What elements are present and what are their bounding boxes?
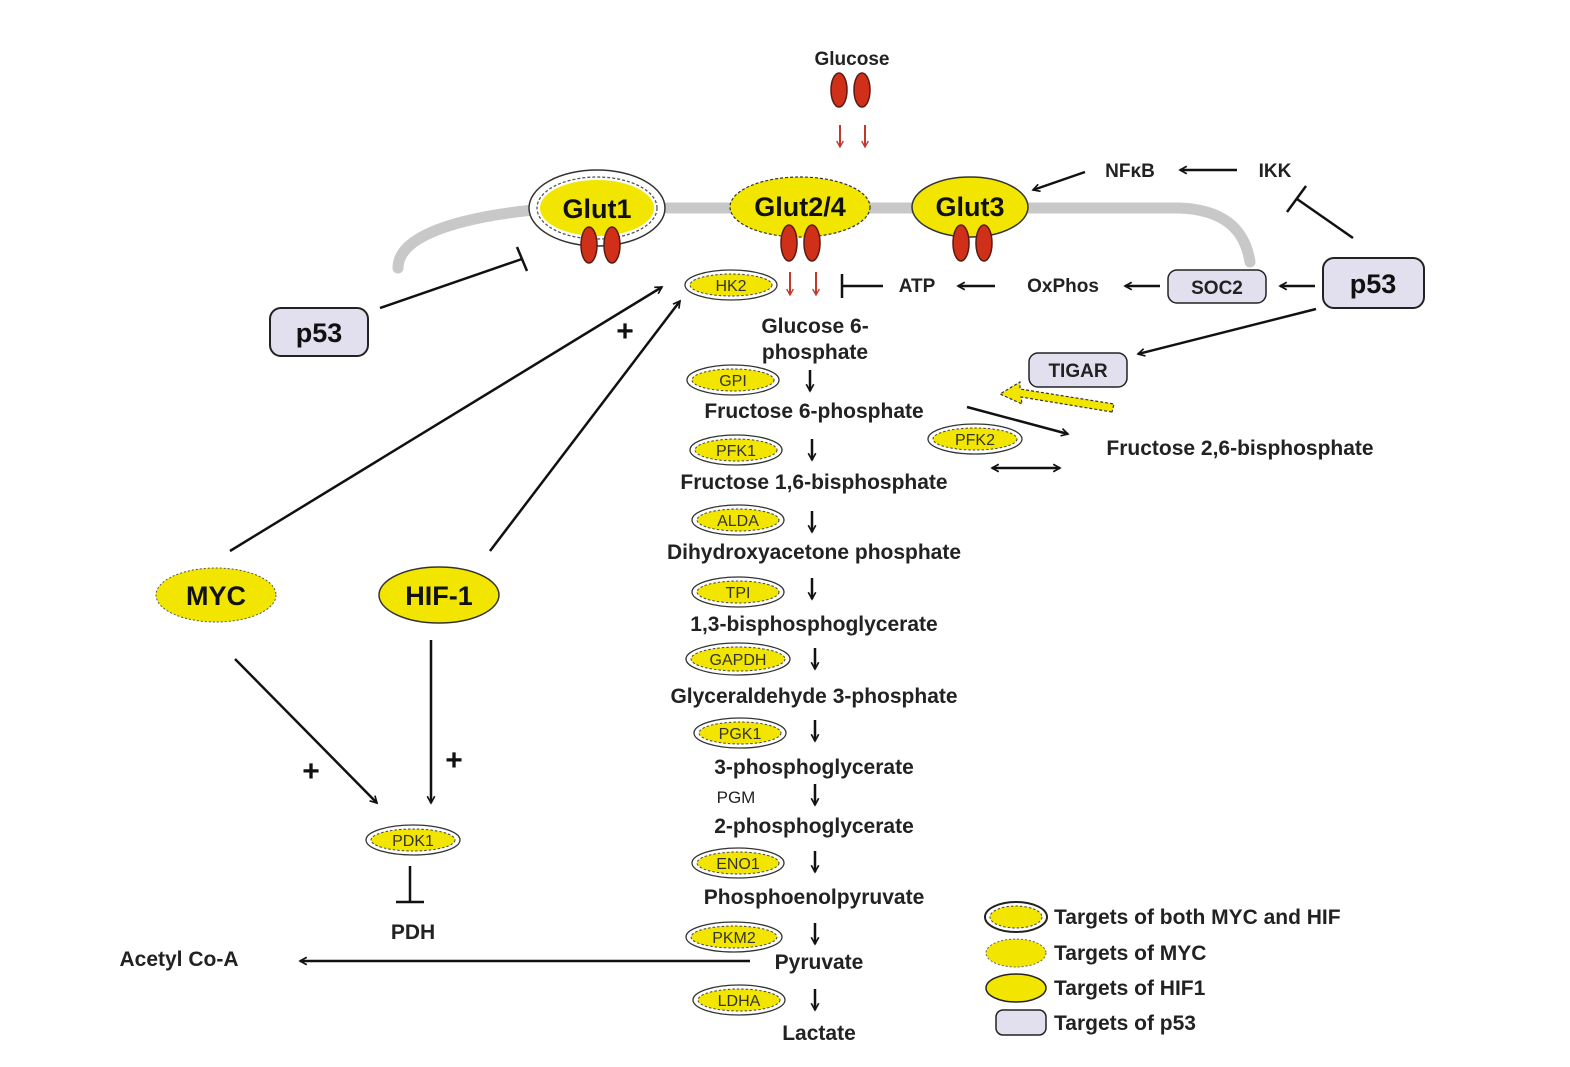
metabolite-fructose-6-phosphate: Fructose 6-phosphate — [704, 400, 923, 423]
myc-activates-hk2-arrow — [229, 285, 662, 553]
svg-text:TIGAR: TIGAR — [1048, 361, 1107, 382]
metabolite-lactate: Lactate — [782, 1022, 856, 1045]
nfkb-activates-glut3-arrow — [1033, 170, 1086, 190]
metabolite-2-phosphoglycerate: 2-phosphoglycerate — [714, 815, 914, 838]
pfk2-enzyme-node: PFK2 — [927, 423, 1023, 455]
legend-item-p53: Targets of p53 — [995, 1009, 1196, 1036]
svg-text:p53: p53 — [1350, 269, 1397, 299]
metabolite-pyruvate: Pyruvate — [775, 951, 864, 974]
svg-text:LDHA: LDHA — [718, 993, 761, 1010]
svg-text:PKM2: PKM2 — [712, 930, 756, 947]
hk2-enzyme-node: HK2 — [684, 269, 778, 301]
svg-text:Targets of HIF1: Targets of HIF1 — [1054, 977, 1206, 1000]
glucose-label: Glucose — [815, 49, 890, 70]
activation-plus-sign: + — [302, 755, 320, 788]
pdh-label: PDH — [391, 921, 435, 944]
glut24-channel-icon — [780, 224, 821, 262]
atp-label: ATP — [899, 276, 936, 297]
svg-text:Targets of MYC: Targets of MYC — [1054, 942, 1206, 965]
pgk1-enzyme-node: PGK1 — [693, 717, 787, 749]
glucose-transporter-icon — [830, 72, 871, 108]
svg-text:GPI: GPI — [719, 373, 747, 390]
p53-right-node: p53 — [1322, 257, 1425, 309]
svg-text:PGK1: PGK1 — [719, 726, 762, 743]
metabolite-glucose-6-phosphate-line2: phosphate — [762, 341, 868, 364]
metabolite-3-phosphoglycerate: 3-phosphoglycerate — [714, 756, 914, 779]
svg-text:Glut3: Glut3 — [935, 192, 1004, 222]
soc2-node: SOC2 — [1167, 269, 1267, 304]
eno1-enzyme-node: ENO1 — [691, 847, 785, 879]
legend-item-both: Targets of both MYC and HIF — [984, 901, 1341, 933]
svg-text:MYC: MYC — [186, 581, 246, 611]
tpi-enzyme-node: TPI — [691, 576, 785, 608]
oxphos-label: OxPhos — [1027, 276, 1099, 297]
svg-text:PDK1: PDK1 — [392, 833, 434, 850]
ikk-label: IKK — [1259, 161, 1292, 182]
f6p-to-f26bp-arrow — [966, 405, 1068, 434]
glut1-channel-icon — [580, 226, 621, 264]
svg-text:ENO1: ENO1 — [716, 856, 760, 873]
svg-text:HK2: HK2 — [715, 278, 746, 295]
myc-node: MYC — [155, 567, 277, 623]
gapdh-enzyme-node: GAPDH — [685, 642, 791, 676]
pdk1-inhibits-pdh-line — [396, 866, 424, 904]
metabolite-1-3-bisphosphoglycerate: 1,3-bisphosphoglycerate — [690, 613, 937, 636]
svg-text:p53: p53 — [296, 318, 343, 348]
svg-text:Glut1: Glut1 — [562, 194, 631, 224]
svg-text:HIF-1: HIF-1 — [405, 581, 473, 611]
activation-plus-sign: + — [445, 744, 463, 777]
svg-text:SOC2: SOC2 — [1191, 278, 1243, 299]
pdk1-enzyme-node: PDK1 — [365, 824, 461, 856]
myc-activates-pdk1-arrow — [234, 658, 377, 803]
legend-item-myc: Targets of MYC — [985, 938, 1206, 968]
gpi-enzyme-node: GPI — [686, 364, 780, 396]
tigar-node: TIGAR — [1028, 352, 1128, 388]
acetyl-coa-label: Acetyl Co-A — [119, 948, 238, 971]
p53-inhibits-ikk-line — [1285, 185, 1354, 240]
metabolite-phosphoenolpyruvate: Phosphoenolpyruvate — [704, 886, 925, 909]
svg-text:GAPDH: GAPDH — [710, 652, 767, 669]
svg-text:ALDA: ALDA — [717, 513, 759, 530]
activation-plus-sign: + — [616, 315, 634, 348]
pkm2-enzyme-node: PKM2 — [685, 921, 783, 953]
atp-inhibits-hk2-line — [840, 274, 883, 298]
svg-text:TPI: TPI — [726, 585, 751, 602]
glut24-node: Glut2/4 — [729, 176, 871, 238]
hif1-node: HIF-1 — [378, 566, 500, 624]
svg-text:PFK2: PFK2 — [955, 432, 995, 449]
metabolite-fructose-2-6-bisphosphate: Fructose 2,6-bisphosphate — [1106, 437, 1373, 460]
metabolite-fructose-1-6-bisphosphate: Fructose 1,6-bisphosphate — [680, 471, 947, 494]
metabolite-dihydroxyacetone-phosphate: Dihydroxyacetone phosphate — [667, 541, 961, 564]
hif1-activates-hk2-arrow — [489, 301, 680, 552]
pfk1-enzyme-node: PFK1 — [689, 434, 783, 466]
metabolite-glyceraldehyde-3-phosphate: Glyceraldehyde 3-phosphate — [670, 685, 957, 708]
legend-item-hif1: Targets of HIF1 — [985, 973, 1206, 1003]
glut1-node: Glut1 — [528, 169, 666, 247]
svg-text:Glut2/4: Glut2/4 — [754, 192, 846, 222]
glut3-channel-icon — [952, 224, 993, 262]
legend: Targets of both MYC and HIF Targets of M… — [984, 901, 1341, 1036]
nfkb-label: NFκB — [1105, 161, 1155, 182]
svg-text:PFK1: PFK1 — [716, 443, 756, 460]
p53-activates-tigar-arrow — [1138, 307, 1317, 354]
tigar-inhibition-block-arrow — [998, 380, 1115, 413]
p53-left-node: p53 — [269, 307, 369, 357]
glut3-node: Glut3 — [911, 176, 1029, 238]
metabolite-glucose-6-phosphate: Glucose 6- — [761, 315, 868, 338]
ldha-enzyme-node: LDHA — [692, 984, 786, 1016]
p53-inhibits-glut1-line — [379, 246, 529, 310]
alda-enzyme-node: ALDA — [691, 504, 785, 536]
svg-text:Targets of both MYC and HIF: Targets of both MYC and HIF — [1054, 906, 1341, 929]
pgm-enzyme-label: PGM — [717, 788, 756, 807]
svg-text:Targets of p53: Targets of p53 — [1054, 1012, 1196, 1035]
